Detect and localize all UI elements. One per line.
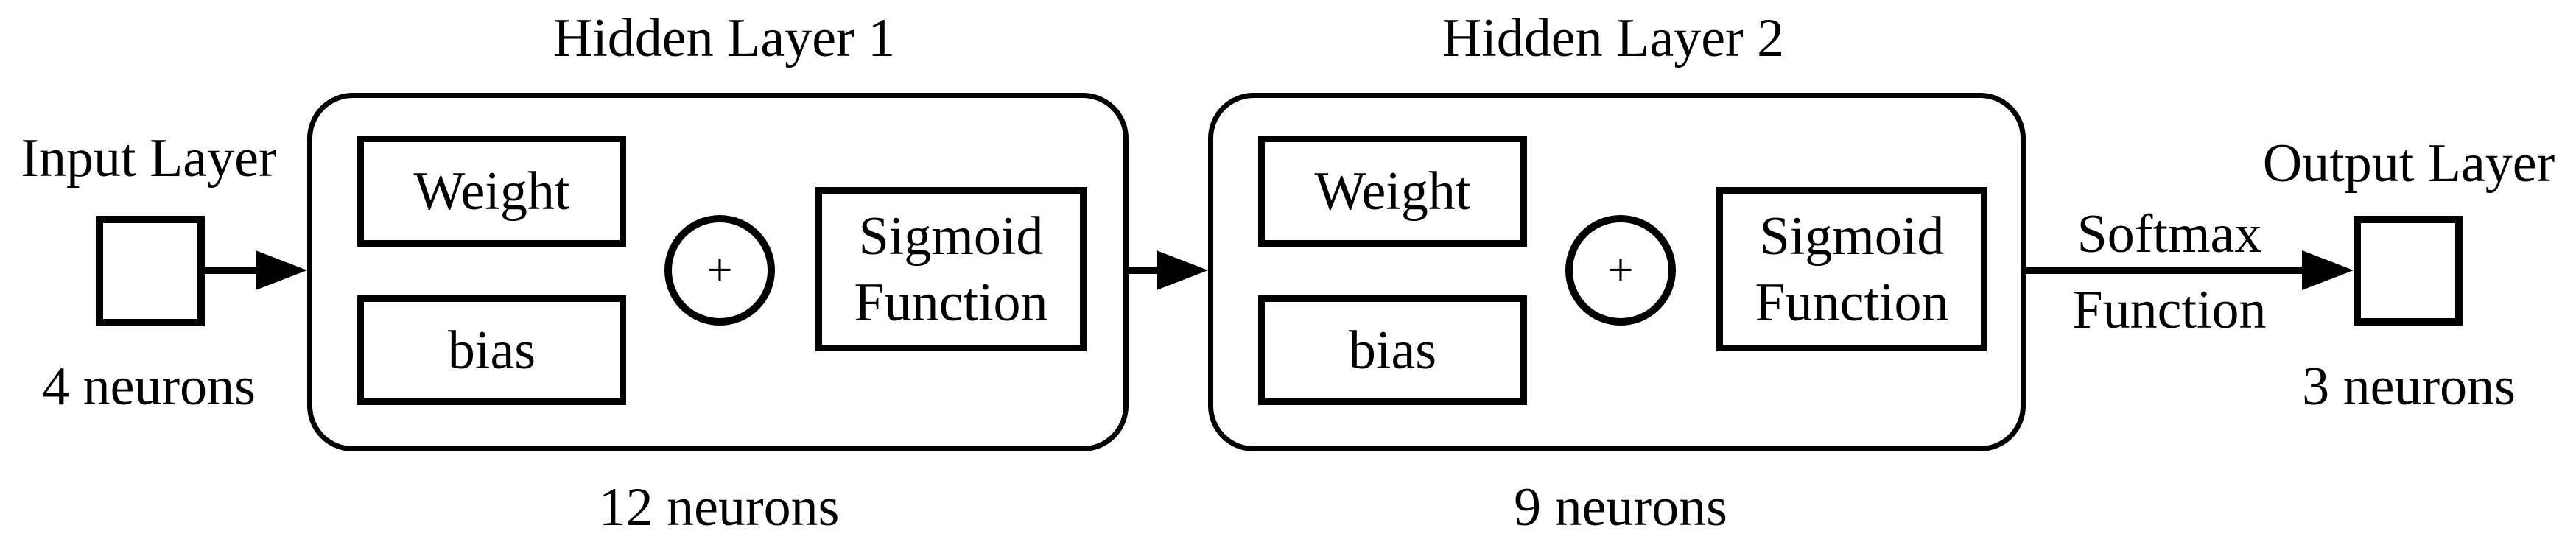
input-arrow-head	[256, 250, 307, 290]
softmax-arrow-head	[2302, 250, 2354, 290]
sum-node-1: +	[664, 215, 775, 326]
sigmoid-label-1-line2: Function	[854, 272, 1048, 333]
bias-box-2: bias	[1258, 295, 1527, 405]
input-neuron-square	[96, 216, 205, 326]
weight-label-2: Weight	[1314, 161, 1471, 222]
sigmoid-box-1: Sigmoid Function	[815, 187, 1087, 351]
softmax-label-line2: Function	[2072, 280, 2267, 340]
output-layer-label: Output Layer	[2262, 133, 2555, 194]
layer1-arrow-head	[1157, 250, 1208, 290]
hidden-layer-1-title: Hidden Layer 1	[552, 8, 896, 68]
sigmoid-label-1-line1: Sigmoid	[858, 205, 1044, 267]
hidden-layer-1-neuron-count: 12 neurons	[598, 477, 840, 538]
hidden-layer-2-neuron-count: 9 neurons	[1514, 477, 1727, 538]
hidden-layer-2-title: Hidden Layer 2	[1442, 8, 1785, 68]
output-neuron-count: 3 neurons	[2302, 356, 2516, 417]
plus-icon-1: +	[706, 245, 733, 295]
bias-box-1: bias	[357, 295, 626, 405]
input-layer-label: Input Layer	[21, 128, 277, 189]
plus-icon-2: +	[1607, 245, 1634, 295]
weight-label-1: Weight	[413, 161, 570, 222]
sum-node-2: +	[1565, 215, 1676, 326]
output-neuron-square	[2354, 216, 2463, 326]
bias-label-1: bias	[447, 320, 536, 381]
sigmoid-label-2-line1: Sigmoid	[1759, 205, 1945, 267]
weight-box-2: Weight	[1258, 136, 1527, 247]
sigmoid-box-2: Sigmoid Function	[1716, 187, 1987, 351]
softmax-label-line1: Softmax	[2077, 204, 2262, 264]
weight-box-1: Weight	[357, 136, 626, 247]
input-neuron-count: 4 neurons	[42, 356, 256, 417]
bias-label-2: bias	[1348, 320, 1437, 381]
sigmoid-label-2-line2: Function	[1755, 272, 1949, 333]
